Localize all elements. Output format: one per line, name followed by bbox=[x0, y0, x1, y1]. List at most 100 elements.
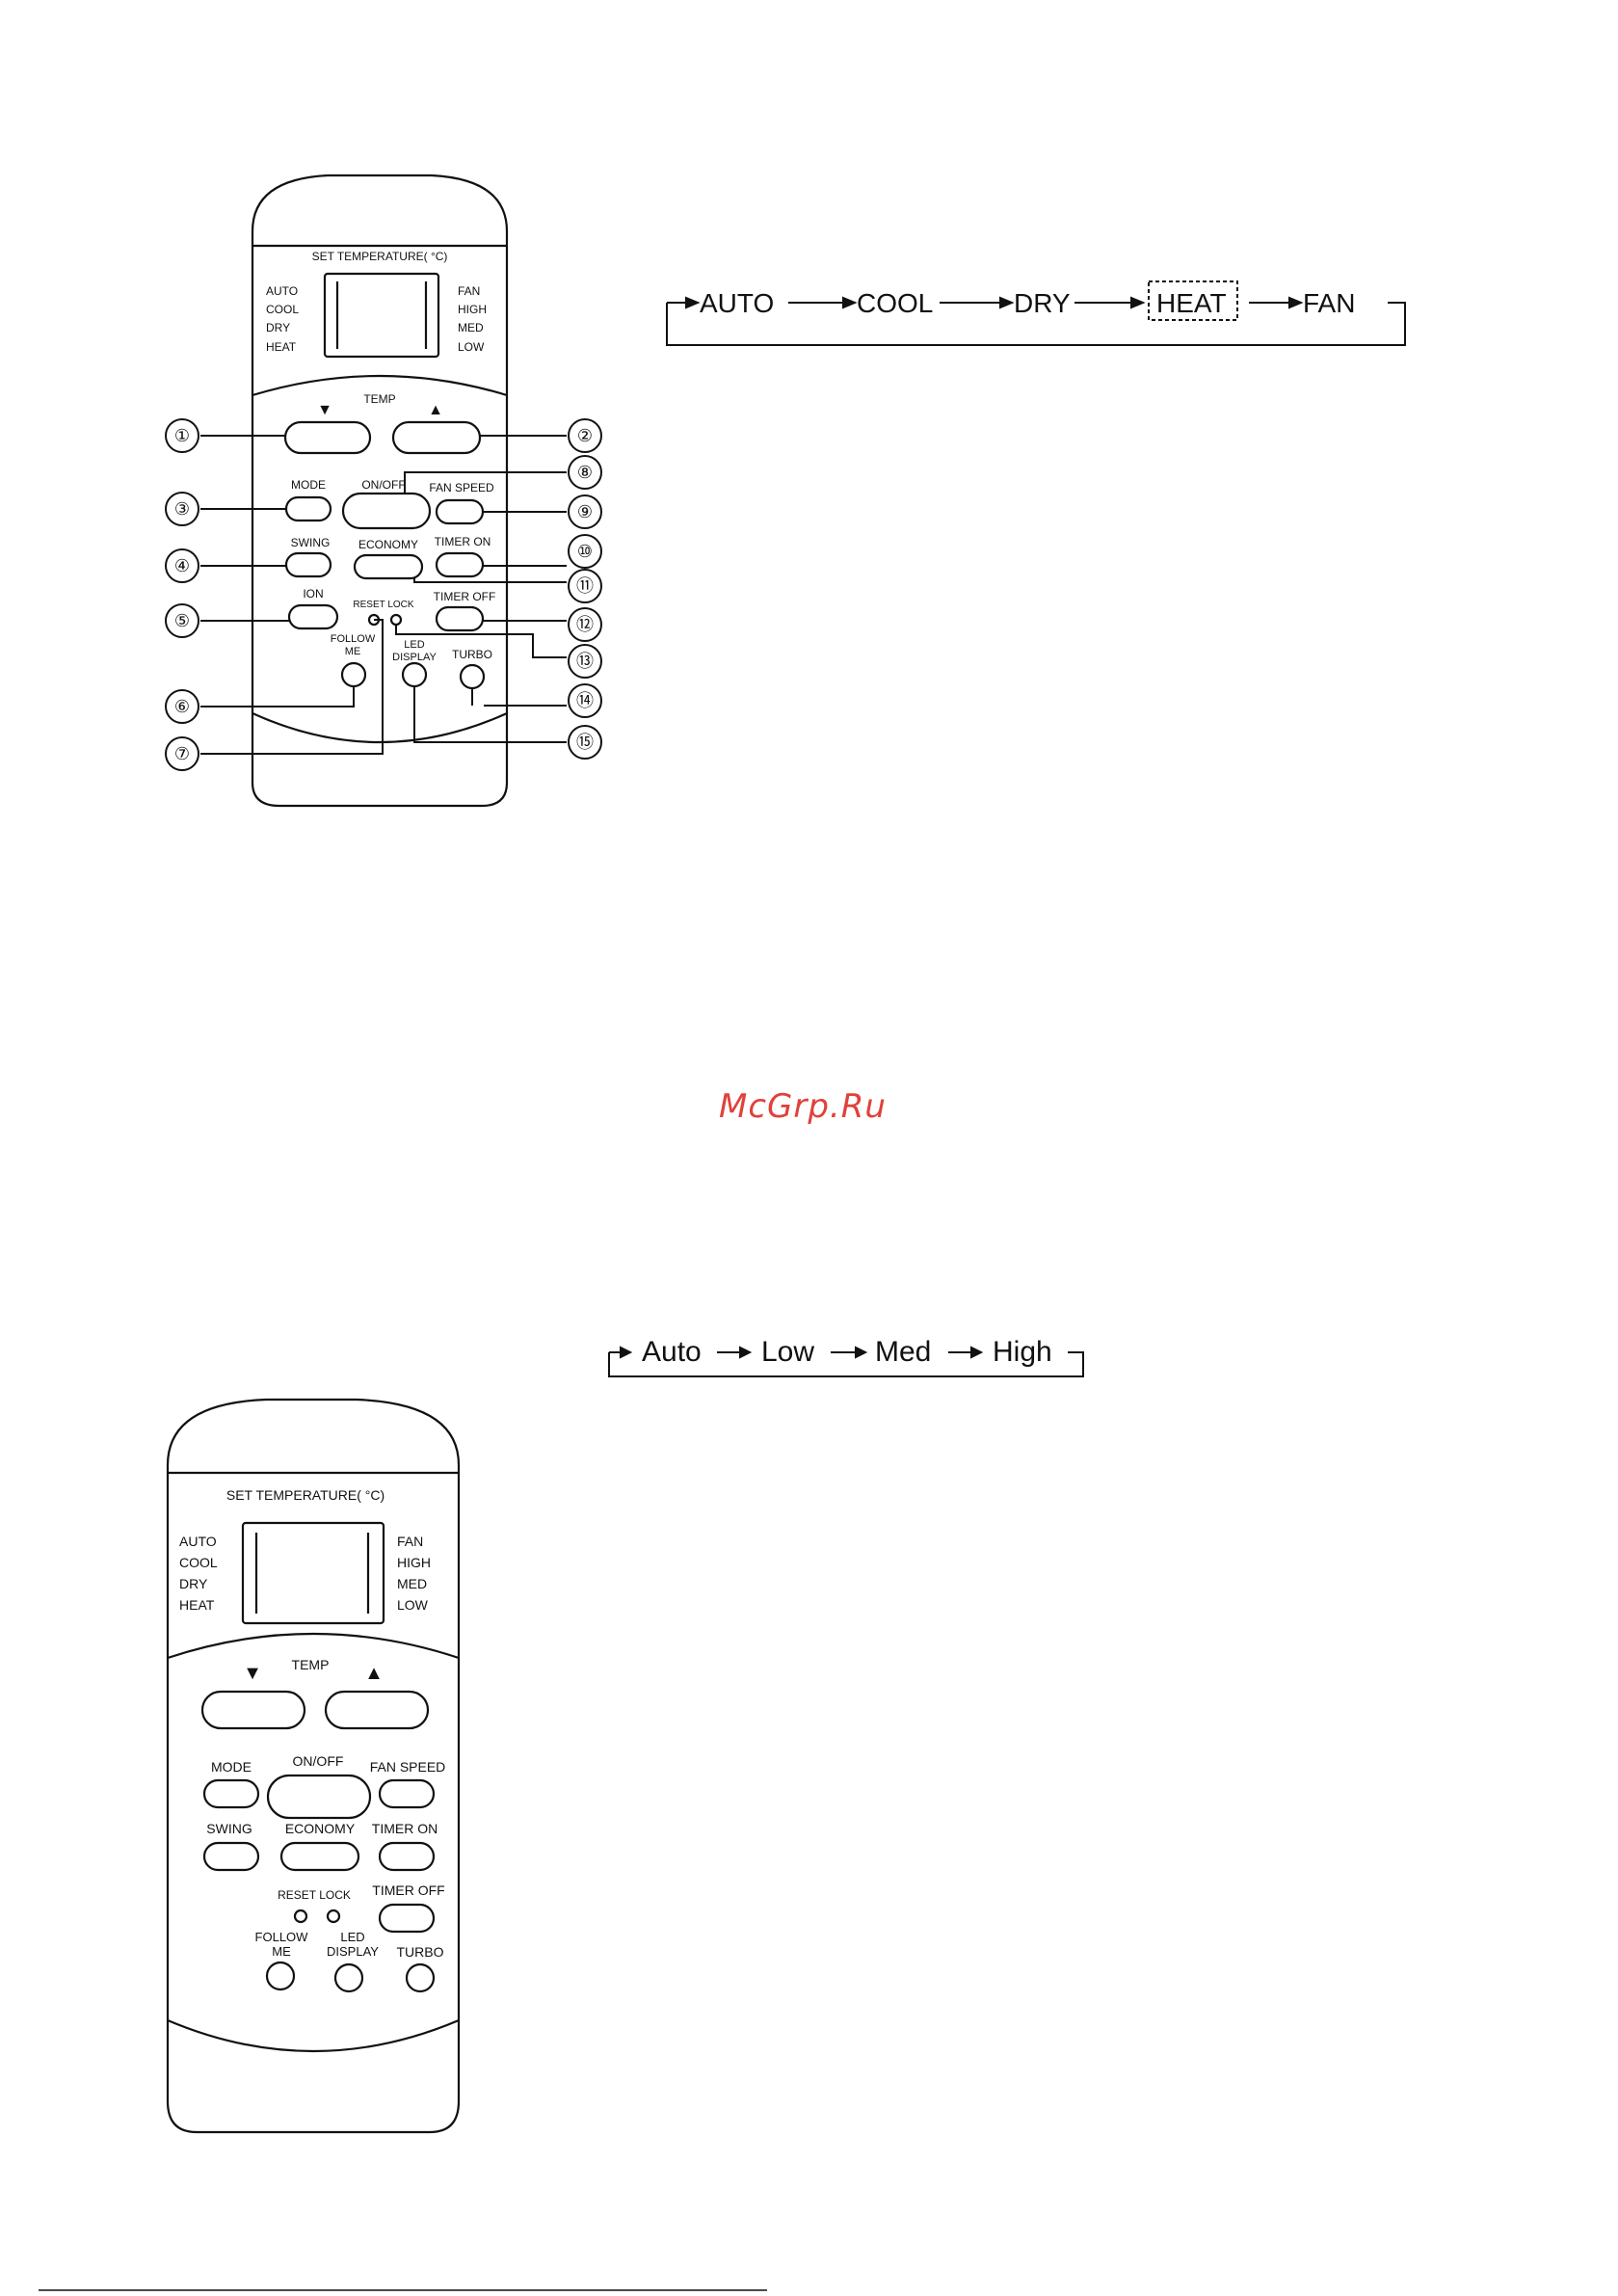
remote2-temp-up-arrow: ▲ bbox=[364, 1663, 384, 1684]
remote2-economy-button[interactable] bbox=[279, 1841, 360, 1872]
fan-label-med: MED bbox=[458, 321, 484, 334]
callout-8: ⑧ bbox=[577, 463, 593, 482]
temp-up-button[interactable] bbox=[391, 420, 482, 455]
remote2-led-display-button[interactable] bbox=[333, 1962, 364, 1993]
remote2-timer-on-label: TIMER ON bbox=[372, 1821, 438, 1836]
remote2-fan-high: HIGH bbox=[397, 1555, 431, 1570]
remote2-temp-down-button[interactable] bbox=[200, 1690, 306, 1730]
remote2-temp-label: TEMP bbox=[292, 1657, 330, 1672]
display-lcd bbox=[323, 272, 440, 359]
fan-cycle-med: Med bbox=[875, 1336, 931, 1368]
remote2-mode-cool: COOL bbox=[179, 1555, 218, 1570]
remote2-fan-speed-label: FAN SPEED bbox=[370, 1759, 446, 1775]
watermark: McGrp.Ru bbox=[719, 1087, 887, 1126]
on-off-button-label: ON/OFF bbox=[361, 478, 405, 492]
callout-4: ④ bbox=[174, 556, 190, 575]
remote2-economy-label: ECONOMY bbox=[285, 1821, 356, 1836]
remote2-swing-label: SWING bbox=[206, 1821, 252, 1836]
temp-label: TEMP bbox=[363, 392, 395, 406]
remote-body-outline bbox=[251, 174, 509, 808]
ion-button-label: ION bbox=[303, 587, 323, 601]
fan-cycle-high: High bbox=[993, 1336, 1052, 1368]
temp-down-arrow: ▼ bbox=[317, 402, 332, 418]
remote2-led-display-label-1: LED bbox=[340, 1930, 364, 1944]
follow-me-label-2: ME bbox=[345, 646, 361, 657]
remote2-mode-label: MODE bbox=[211, 1759, 252, 1775]
remote2-body-outline bbox=[166, 1398, 461, 2134]
callout-3: ③ bbox=[174, 499, 190, 519]
remote2-fan-med: MED bbox=[397, 1576, 427, 1591]
remote2-follow-me-label-2: ME bbox=[272, 1944, 291, 1959]
callout-2: ② bbox=[577, 426, 593, 445]
callout-14: ⑭ bbox=[576, 691, 594, 710]
remote2-reset-button[interactable] bbox=[293, 1909, 308, 1924]
remote2-mode-button[interactable] bbox=[202, 1778, 260, 1809]
remote2-temp-down-arrow: ▼ bbox=[243, 1663, 262, 1684]
callout-11: ⑪ bbox=[576, 576, 594, 596]
remote2-on-off-button[interactable] bbox=[266, 1774, 372, 1820]
remote2-on-off-label: ON/OFF bbox=[293, 1753, 344, 1769]
callout-15: ⑮ bbox=[576, 733, 594, 752]
remote2-timer-on-button[interactable] bbox=[378, 1841, 436, 1872]
remote2-mode-auto: AUTO bbox=[179, 1534, 217, 1549]
callout-7: ⑦ bbox=[174, 744, 190, 763]
fan-label-fan: FAN bbox=[458, 284, 480, 298]
callout-13: ⑬ bbox=[576, 652, 594, 671]
mode-button-label: MODE bbox=[291, 478, 326, 492]
mode-cycle-cool: COOL bbox=[857, 288, 933, 318]
callout-1: ① bbox=[174, 426, 190, 445]
remote2-timer-off-button[interactable] bbox=[378, 1903, 436, 1934]
mode-cycle-fan: FAN bbox=[1303, 288, 1355, 318]
fan-speed-button-label: FAN SPEED bbox=[429, 481, 494, 494]
remote2-mode-heat: HEAT bbox=[179, 1597, 215, 1613]
fan-cycle-diagram bbox=[608, 1346, 1084, 1377]
fan-label-low: LOW bbox=[458, 340, 485, 354]
callout-10: ⑩ bbox=[577, 542, 593, 561]
temp-up-arrow: ▲ bbox=[428, 402, 443, 418]
callout-5: ⑤ bbox=[174, 611, 190, 630]
mode-label-cool: COOL bbox=[266, 303, 299, 316]
remote2-turbo-button[interactable] bbox=[405, 1962, 436, 1993]
remote2-reset-lock-label: RESET LOCK bbox=[278, 1888, 351, 1902]
remote2-mode-dry: DRY bbox=[179, 1576, 208, 1591]
remote2-temp-up-button[interactable] bbox=[324, 1690, 430, 1730]
remote2-timer-off-label: TIMER OFF bbox=[372, 1882, 444, 1898]
timer-off-button[interactable] bbox=[435, 605, 485, 632]
mode-cycle-dry: DRY bbox=[1014, 288, 1071, 318]
callout-6: ⑥ bbox=[174, 697, 190, 716]
led-display-label-1: LED bbox=[404, 639, 424, 651]
swing-button-label: SWING bbox=[291, 536, 331, 549]
timer-on-button-label: TIMER ON bbox=[435, 535, 491, 548]
led-display-label-2: DISPLAY bbox=[392, 652, 437, 663]
mode-label-heat: HEAT bbox=[266, 340, 297, 354]
fan-cycle-low: Low bbox=[761, 1336, 814, 1368]
temp-down-button[interactable] bbox=[283, 420, 372, 455]
reset-lock-label: RESET LOCK bbox=[353, 600, 413, 610]
follow-me-label-1: FOLLOW bbox=[331, 633, 376, 645]
economy-button[interactable] bbox=[353, 553, 424, 580]
on-off-button[interactable] bbox=[341, 492, 432, 530]
fan-cycle-auto: Auto bbox=[642, 1336, 702, 1368]
mode-cycle-heat: HEAT bbox=[1156, 288, 1227, 318]
heat-dashed-box bbox=[1148, 280, 1238, 321]
economy-button-label: ECONOMY bbox=[358, 538, 418, 551]
remote2-swing-button[interactable] bbox=[202, 1841, 260, 1872]
turbo-button-label: TURBO bbox=[452, 648, 492, 661]
ion-button[interactable] bbox=[287, 603, 339, 630]
remote2-fan-speed-button[interactable] bbox=[378, 1778, 436, 1809]
remote2-display-title: SET TEMPERATURE( °C) bbox=[226, 1487, 385, 1503]
remote2-display-lcd bbox=[241, 1521, 385, 1625]
remote2-follow-me-button[interactable] bbox=[265, 1961, 296, 1991]
display-title: SET TEMPERATURE( °C) bbox=[312, 250, 448, 263]
callout-9: ⑨ bbox=[577, 502, 593, 521]
remote2-fan-low: LOW bbox=[397, 1597, 429, 1613]
callout-12: ⑫ bbox=[576, 615, 594, 634]
timer-off-button-label: TIMER OFF bbox=[434, 590, 496, 603]
remote-diagram-annotated: SET TEMPERATURE( °C) AUTO COOL DRY HEAT … bbox=[165, 174, 1406, 808]
remote2-lock-button[interactable] bbox=[326, 1909, 341, 1924]
mode-cycle-auto: AUTO bbox=[700, 288, 774, 318]
remote2-turbo-label: TURBO bbox=[397, 1944, 444, 1960]
mode-cycle-diagram bbox=[666, 280, 1406, 346]
mode-label-dry: DRY bbox=[266, 321, 290, 334]
